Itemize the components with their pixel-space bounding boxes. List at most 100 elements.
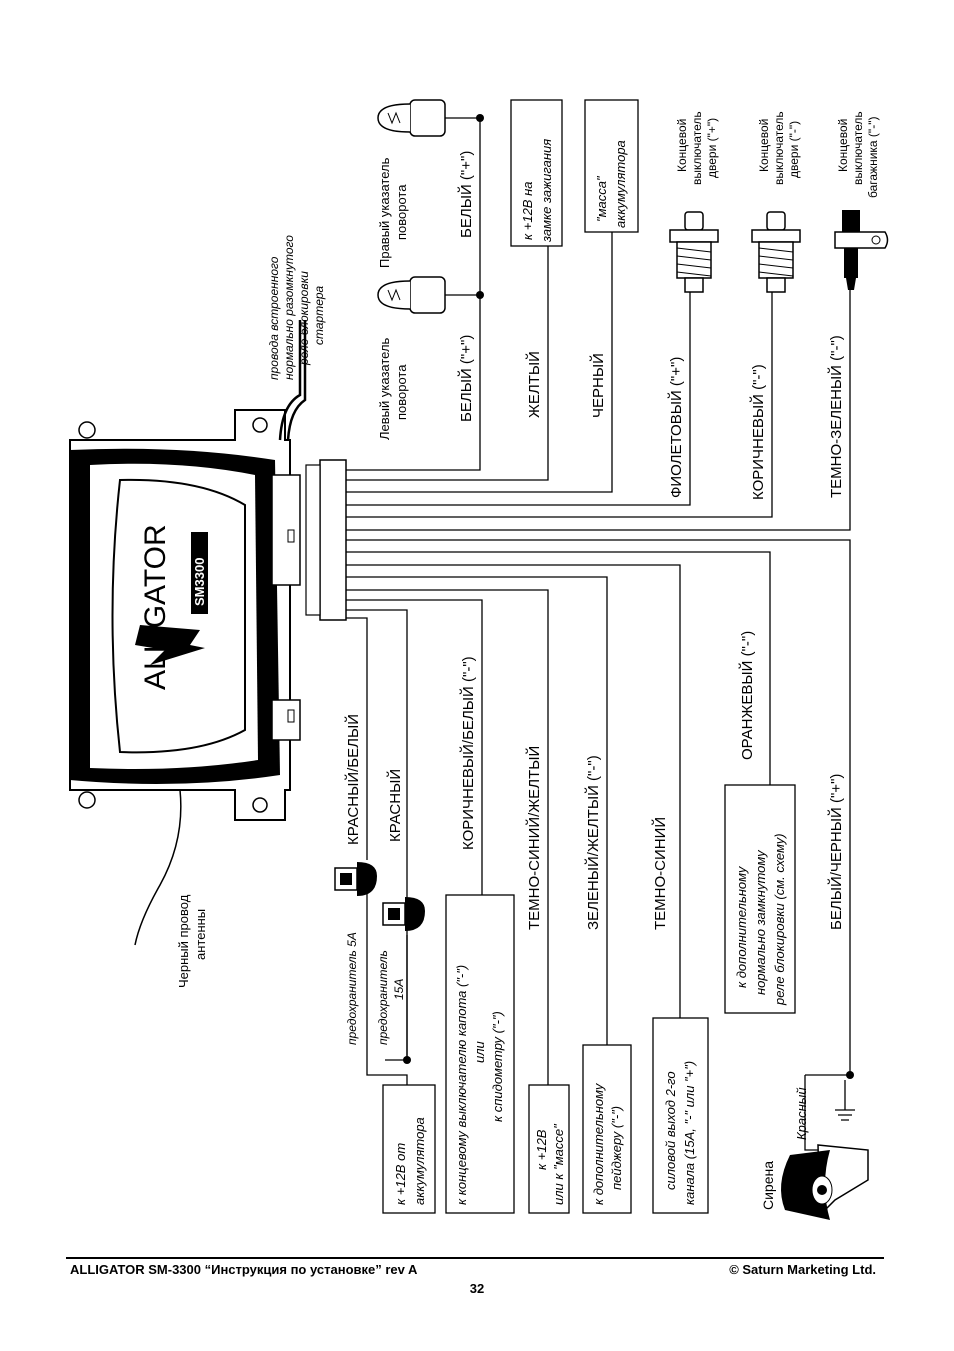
svg-text:Концевой: Концевой bbox=[675, 119, 689, 172]
note-fuse-5a: предохранитель 5А bbox=[345, 932, 359, 1045]
label-siren-wire: Красный bbox=[794, 1087, 809, 1140]
wire-label-orange: ОРАНЖЕВЫЙ ("-") bbox=[738, 631, 756, 760]
svg-text:ЧЕРНЫЙ: ЧЕРНЫЙ bbox=[589, 353, 607, 418]
svg-text:к дополнительному: к дополнительному bbox=[591, 1082, 606, 1205]
svg-text:"масса": "масса" bbox=[594, 175, 609, 222]
svg-text:ТЕМНО-СИНИЙ: ТЕМНО-СИНИЙ bbox=[651, 817, 669, 930]
page-number: 32 bbox=[469, 1281, 485, 1296]
svg-text:к концевому выключателю капота: к концевому выключателю капота ("-") bbox=[454, 965, 469, 1205]
svg-text:к спидометру ("-"): к спидометру ("-") bbox=[490, 1011, 505, 1122]
antenna-wire bbox=[134, 789, 182, 946]
label-trunk-switch: Концевой bbox=[836, 119, 850, 172]
wire-label-dark-blue: ТЕМНО-СИНИЙ bbox=[651, 817, 669, 930]
svg-text:выключатель: выключатель bbox=[690, 111, 704, 185]
svg-text:силовой выход 2-го: силовой выход 2-го bbox=[663, 1071, 678, 1190]
box-nc-relay bbox=[724, 784, 796, 1014]
svg-text:двери ("-"): двери ("-") bbox=[787, 121, 801, 178]
wire-label-white-black: БЕЛЫЙ/ЧЕРНЫЙ ("+") bbox=[827, 774, 845, 930]
box-ignition bbox=[510, 99, 563, 247]
svg-text:КРАСНЫЙ/БЕЛЫЙ: КРАСНЫЙ/БЕЛЫЙ bbox=[344, 714, 362, 845]
brand-logo: ALLIGATOR bbox=[139, 524, 172, 690]
wire-label-yellow: ЖЕЛТЫЙ bbox=[525, 351, 543, 418]
fuse-5a-holder bbox=[334, 862, 377, 896]
svg-text:Концевой: Концевой bbox=[757, 119, 771, 172]
note-relay-wires: провода встроенного bbox=[267, 256, 281, 380]
logo-lightning-icon bbox=[135, 625, 205, 665]
svg-text:БЕЛЫЙ ("+"): БЕЛЫЙ ("+") bbox=[457, 335, 475, 422]
text-box-channel2: силовой выход 2-го bbox=[663, 1071, 678, 1190]
text-box-battery: к +12В от bbox=[393, 1143, 408, 1205]
model-badge: SM3300 bbox=[192, 558, 207, 606]
wire-label-white-left: БЕЛЫЙ ("+") bbox=[457, 335, 475, 422]
ground-icon bbox=[835, 1080, 855, 1121]
svg-text:ОРАНЖЕВЫЙ ("-"): ОРАНЖЕВЫЙ ("-") bbox=[738, 631, 756, 760]
svg-text:или: или bbox=[472, 1041, 487, 1063]
svg-text:нормально замкнутому: нормально замкнутому bbox=[753, 849, 768, 995]
wire-label-black: ЧЕРНЫЙ bbox=[589, 353, 607, 418]
fuse-15a-holder bbox=[382, 897, 425, 931]
svg-text:багажника ("-"): багажника ("-") bbox=[866, 117, 880, 198]
label-right-lamp: Правый указатель bbox=[377, 157, 392, 268]
box-pager bbox=[582, 1044, 632, 1214]
svg-text:ЖЕЛТЫЙ: ЖЕЛТЫЙ bbox=[525, 351, 543, 418]
label-siren: Сирена bbox=[760, 1161, 776, 1210]
wire-label-brown-white: КОРИЧНЕВЫЙ/БЕЛЫЙ ("-") bbox=[459, 656, 477, 850]
svg-text:или к "массе": или к "массе" bbox=[551, 1123, 566, 1205]
svg-text:ТЕМНО-СИНИЙ/ЖЕЛТЫЙ: ТЕМНО-СИНИЙ/ЖЕЛТЫЙ bbox=[525, 746, 543, 930]
svg-text:ЗЕЛЕНЫЙ/ЖЕЛТЫЙ ("-"): ЗЕЛЕНЫЙ/ЖЕЛТЫЙ ("-") bbox=[584, 755, 602, 930]
note-antenna: Черный провод bbox=[176, 894, 191, 988]
svg-text:нормально разомкнутого: нормально разомкнутого bbox=[282, 235, 296, 380]
svg-text:замке зажигания: замке зажигания bbox=[539, 139, 554, 243]
svg-text:к +12В на: к +12В на bbox=[520, 182, 535, 240]
wire-label-dark-green: ТЕМНО-ЗЕЛЕНЫЙ ("-") bbox=[827, 335, 845, 498]
svg-text:предохранитель 5А: предохранитель 5А bbox=[345, 932, 359, 1045]
right-lamp-bulb bbox=[377, 99, 446, 137]
wire-label-white-right: БЕЛЫЙ ("+") bbox=[457, 151, 475, 238]
label-door-switch-plus: Концевой bbox=[675, 119, 689, 172]
svg-text:поворота: поворота bbox=[394, 184, 409, 240]
svg-text:КРАСНЫЙ: КРАСНЫЙ bbox=[386, 769, 404, 842]
wire-label-green-yellow: ЗЕЛЕНЫЙ/ЖЕЛТЫЙ ("-") bbox=[584, 755, 602, 930]
svg-text:реле блокировки (см. схему): реле блокировки (см. схему) bbox=[772, 833, 787, 1006]
connector-housing bbox=[271, 474, 301, 586]
note-fuse-15a: предохранитель bbox=[376, 950, 390, 1045]
svg-text:двери ("+"): двери ("+") bbox=[705, 118, 719, 178]
mount-hole bbox=[252, 417, 268, 433]
box-plus-or-ground bbox=[528, 1084, 570, 1214]
svg-text:Сирена: Сирена bbox=[760, 1161, 776, 1210]
mount-hole bbox=[252, 797, 268, 813]
svg-text:ФИОЛЕТОВЫЙ ("+"): ФИОЛЕТОВЫЙ ("+") bbox=[667, 357, 685, 498]
svg-text:Левый указатель: Левый указатель bbox=[377, 337, 392, 440]
label-left-lamp: Левый указатель bbox=[377, 337, 392, 440]
svg-text:реле блокировки: реле блокировки bbox=[297, 271, 311, 366]
footer-divider bbox=[66, 1257, 884, 1259]
box-hood bbox=[445, 894, 515, 1214]
svg-text:стартера: стартера bbox=[312, 285, 326, 345]
door-switch-minus bbox=[751, 211, 801, 293]
mount-hole bbox=[78, 421, 96, 439]
box-battery bbox=[382, 1084, 436, 1214]
wire-label-red: КРАСНЫЙ bbox=[386, 769, 404, 842]
svg-text:аккумулятора: аккумулятора bbox=[613, 140, 628, 228]
alarm-unit: ALLIGATOR SM3300 bbox=[69, 409, 301, 821]
text-box-ignition: к +12В на bbox=[520, 182, 535, 240]
svg-text:БЕЛЫЙ/ЧЕРНЫЙ ("+"): БЕЛЫЙ/ЧЕРНЫЙ ("+") bbox=[827, 774, 845, 930]
text-box-pager: к дополнительному bbox=[591, 1082, 606, 1205]
svg-text:Концевой: Концевой bbox=[836, 119, 850, 172]
text-box-ground: "масса" bbox=[594, 175, 609, 222]
svg-text:выключатель: выключатель bbox=[772, 111, 786, 185]
text-box-hood: к концевому выключателю капота ("-") bbox=[454, 965, 469, 1205]
svg-text:КОРИЧНЕВЫЙ ("-"): КОРИЧНЕВЫЙ ("-") bbox=[749, 364, 767, 500]
svg-text:ТЕМНО-ЗЕЛЕНЫЙ ("-"): ТЕМНО-ЗЕЛЕНЫЙ ("-") bbox=[827, 335, 845, 498]
svg-text:к +12В от: к +12В от bbox=[393, 1143, 408, 1205]
svg-text:аккумулятора: аккумулятора bbox=[412, 1117, 427, 1205]
siren-device bbox=[781, 1075, 869, 1220]
svg-text:Правый указатель: Правый указатель bbox=[377, 157, 392, 268]
svg-text:Красный: Красный bbox=[794, 1087, 809, 1140]
turn-lamps bbox=[377, 99, 484, 314]
mount-hole bbox=[78, 791, 96, 809]
svg-text:КОРИЧНЕВЫЙ/БЕЛЫЙ ("-"): КОРИЧНЕВЫЙ/БЕЛЫЙ ("-") bbox=[459, 656, 477, 850]
connector-housing bbox=[271, 699, 301, 741]
svg-text:ALLIGATOR: ALLIGATOR bbox=[139, 524, 172, 690]
